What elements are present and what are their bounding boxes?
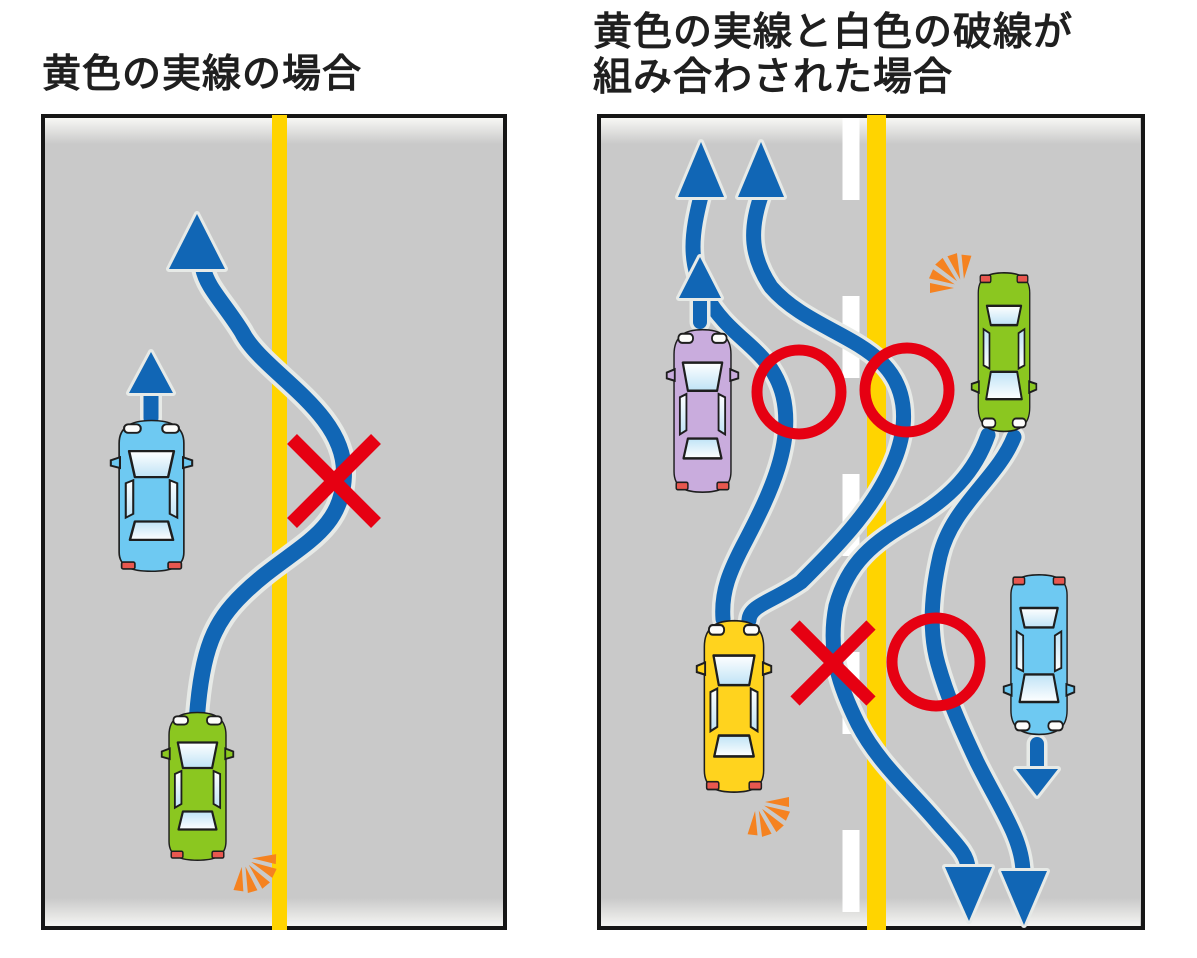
prohibited-x-mark-icon xyxy=(287,434,381,528)
right-road-left-border xyxy=(597,114,601,930)
right-panel-title: 黄色の実線と白色の破線が 組み合わされた場合 xyxy=(593,10,1074,100)
allowed-circle-mark-icon xyxy=(886,612,986,712)
yellow-car xyxy=(695,619,773,794)
overtake-path-arrowhead-icon xyxy=(166,211,228,272)
left-road-panel xyxy=(41,114,507,930)
light-blue-car xyxy=(109,419,194,573)
light-blue-car xyxy=(1002,573,1076,736)
up-overtake-path-crossing xyxy=(741,188,912,628)
left-road-right-border xyxy=(503,114,507,930)
down-overtake-path-inside xyxy=(924,429,1031,880)
left-road-left-border xyxy=(41,114,45,930)
straight-ahead-arrowhead-icon xyxy=(676,254,724,301)
straight-ahead-arrowhead-icon xyxy=(126,349,176,396)
right-road-panel xyxy=(597,114,1145,930)
up-arrowhead-icon xyxy=(735,139,787,200)
purple-car xyxy=(665,328,740,494)
left-panel-title: 黄色の実線の場合 xyxy=(42,52,363,97)
down-arrowhead-icon xyxy=(942,864,995,924)
yellow-solid-center-line xyxy=(272,115,287,930)
straight-down-arrowhead-icon xyxy=(1013,766,1061,799)
up-arrowhead-icon xyxy=(675,139,727,200)
green-car xyxy=(160,711,235,861)
right-road-right-border xyxy=(1141,114,1145,930)
green-car xyxy=(970,271,1038,433)
prohibited-x-mark-icon xyxy=(790,620,876,706)
allowed-circle-mark-icon xyxy=(859,342,955,438)
down-arrowhead-icon xyxy=(998,868,1050,928)
allowed-circle-mark-icon xyxy=(751,344,847,440)
